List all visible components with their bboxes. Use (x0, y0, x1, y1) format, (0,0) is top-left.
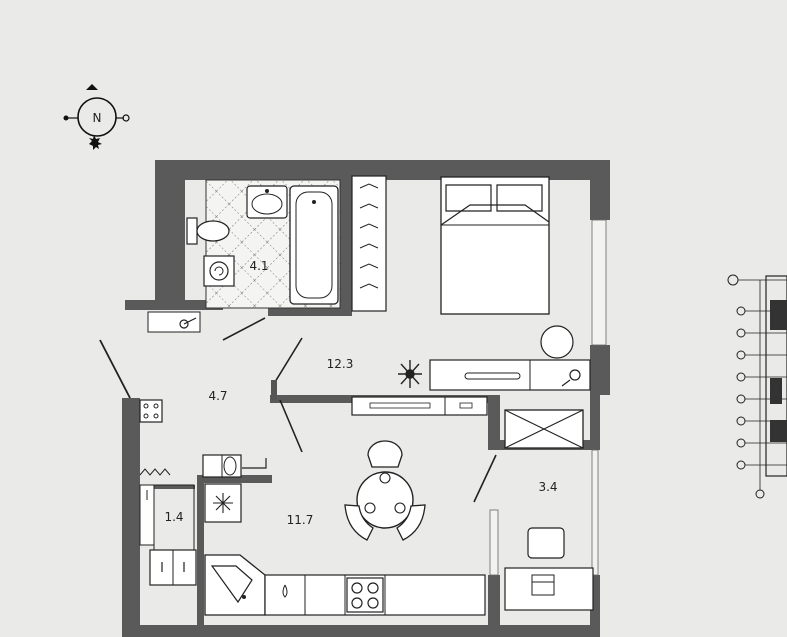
closet (139, 468, 197, 586)
room-area-hallway: 4.7 (208, 389, 227, 403)
wardrobe-icon (351, 175, 387, 312)
dining-table-icon (344, 440, 426, 541)
room-area-closet: 1.4 (164, 510, 183, 524)
bedroom-door (271, 337, 303, 400)
entrance-door (99, 339, 131, 399)
windows (489, 219, 607, 576)
pouf-icon (540, 325, 574, 359)
electric-panel-icon (139, 399, 163, 423)
plant-icon (398, 360, 422, 388)
toilet-icon (186, 217, 230, 245)
room-area-bathroom: 4.1 (249, 259, 268, 273)
ventilation-box-icon (504, 409, 584, 449)
room-area-kitchen: 11.7 (287, 513, 314, 527)
hall-cabinet-icon (351, 396, 488, 416)
dresser-icon (429, 359, 591, 391)
bathroom-door (147, 311, 266, 341)
sink-icon (246, 185, 288, 219)
bed-icon (440, 176, 550, 315)
shelf-icon (202, 454, 267, 478)
compass-letter: N (93, 111, 102, 125)
stove-icon (346, 577, 384, 613)
building-key-plan (727, 274, 787, 499)
desk-icon (504, 527, 594, 611)
washing-machine-icon (203, 255, 235, 287)
bathtub-icon (289, 185, 339, 305)
kitchen-door (279, 399, 303, 453)
compass-icon: N (63, 84, 130, 150)
fridge-icon (204, 483, 242, 523)
room-area-loggia: 3.4 (538, 480, 557, 494)
bathroom: 4.1 (186, 179, 341, 309)
loggia-door (473, 454, 497, 503)
room-area-living: 12.3 (327, 357, 354, 371)
walls (122, 160, 610, 637)
